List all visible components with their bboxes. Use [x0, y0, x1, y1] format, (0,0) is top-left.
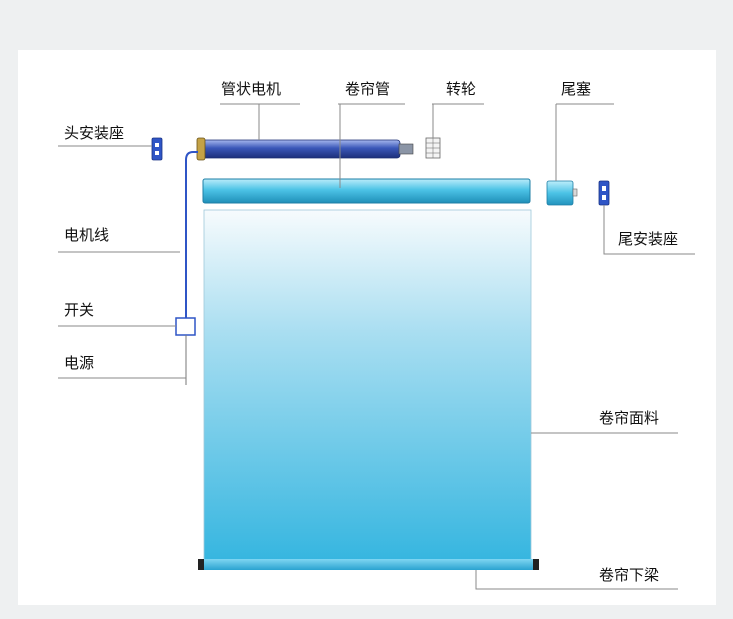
- label-drive-wheel: 转轮: [446, 80, 477, 98]
- label-end-plug: 尾塞: [561, 80, 592, 98]
- bottom-rail: [201, 559, 536, 570]
- switch-box: [175, 317, 196, 336]
- end-mount-bracket: [598, 180, 610, 206]
- tubular-motor: [199, 139, 401, 159]
- label-bottom-rail: 卷帘下梁: [599, 566, 660, 584]
- leader-lines: [58, 103, 695, 590]
- bottom-rail-cap-left: [198, 559, 204, 570]
- roller-tube: [202, 178, 531, 204]
- label-tube-motor: 管状电机: [221, 80, 282, 98]
- label-head-mount: 头安装座: [64, 124, 125, 142]
- head-mount-bracket: [151, 137, 163, 161]
- end-plug: [546, 180, 574, 206]
- blind-fabric: [203, 209, 532, 561]
- label-end-mount: 尾安装座: [618, 230, 679, 248]
- label-fabric: 卷帘面料: [599, 409, 660, 427]
- label-motor-cable: 电机线: [64, 226, 110, 244]
- motor-shaft: [398, 143, 414, 155]
- label-roller-tube: 卷帘管: [345, 80, 391, 98]
- motor-cable: [185, 151, 198, 318]
- motor-head-ring: [196, 137, 206, 161]
- label-power: 电源: [64, 354, 95, 372]
- bottom-rail-cap-right: [533, 559, 539, 570]
- label-switch: 开关: [64, 301, 95, 319]
